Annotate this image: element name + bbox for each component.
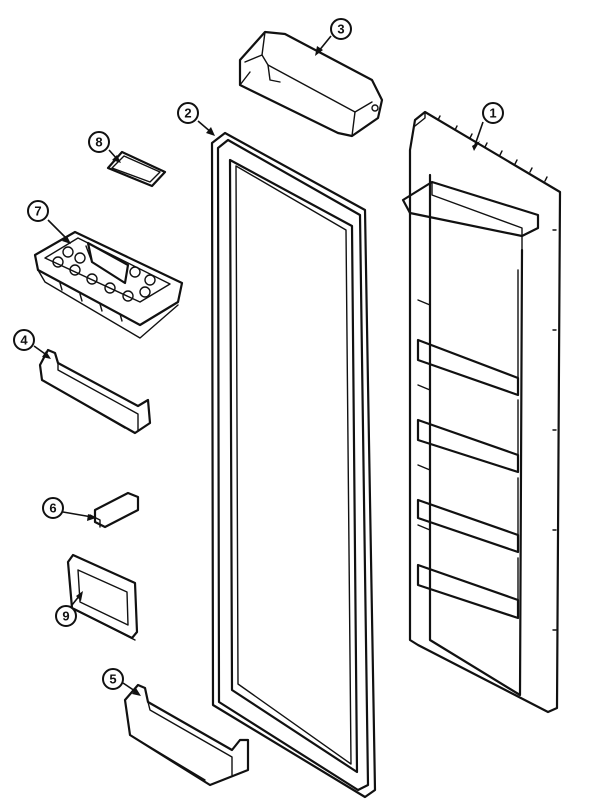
part-4-shelf-bin <box>38 348 152 435</box>
part-1-door-liner <box>401 110 562 714</box>
callout-1: 1 <box>482 102 504 124</box>
callout-5-label: 5 <box>109 672 116 687</box>
callout-2: 2 <box>177 102 199 124</box>
callout-8-label: 8 <box>95 135 102 150</box>
callout-8: 8 <box>88 131 110 153</box>
callout-3: 3 <box>330 18 352 40</box>
callout-4-label: 4 <box>20 333 28 348</box>
leader-lines <box>33 35 484 696</box>
callout-9-label: 9 <box>62 609 69 624</box>
callout-5: 5 <box>102 668 124 690</box>
part-7-egg-tray <box>33 230 184 339</box>
part-2-door-gasket <box>210 131 377 799</box>
callout-6-label: 6 <box>49 501 56 516</box>
part-3-dairy-door <box>238 30 384 138</box>
part-5-bottom-bin <box>123 683 250 787</box>
callout-6: 6 <box>42 497 64 519</box>
callout-9: 9 <box>55 605 77 627</box>
callout-7-label: 7 <box>34 204 41 219</box>
callout-4: 4 <box>13 329 35 351</box>
callout-7: 7 <box>27 200 49 222</box>
callout-2-label: 2 <box>184 106 191 121</box>
callout-1-label: 1 <box>489 106 496 121</box>
part-6-clip <box>89 491 140 529</box>
callout-3-label: 3 <box>337 22 344 37</box>
